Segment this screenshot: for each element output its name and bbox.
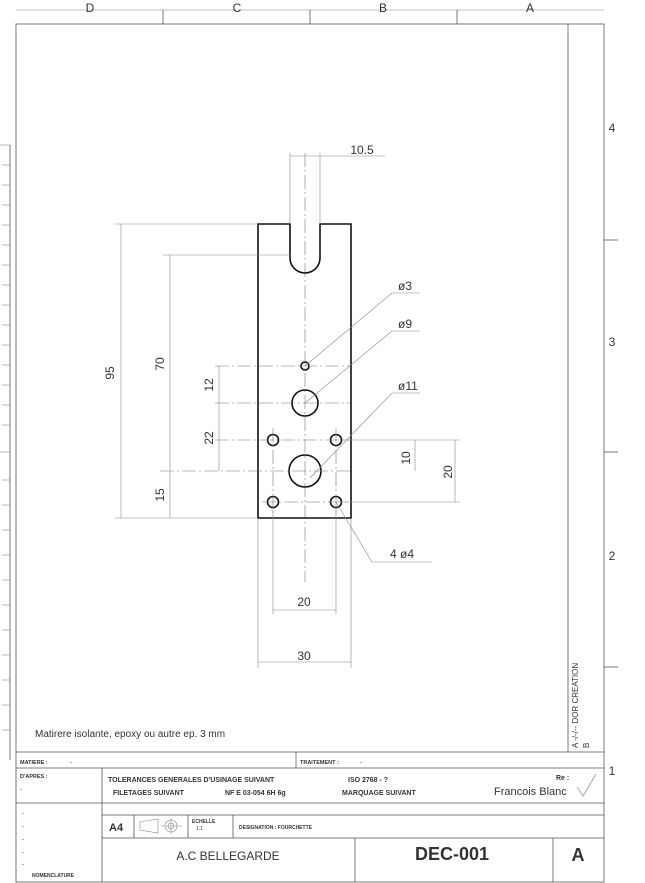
format-a4: A4: [109, 822, 124, 834]
leader-d9: [304, 330, 420, 404]
dim-10-5: 10.5: [350, 143, 374, 157]
label-d11: ø11: [398, 379, 418, 393]
nomen-dash: -: [22, 850, 24, 856]
sheet-border: [15, 23, 605, 883]
zone-label-2: 2: [609, 549, 616, 563]
signature-check-icon: [576, 773, 597, 797]
title-block: [16, 751, 604, 882]
dim-22: 22: [202, 431, 216, 445]
company-name: A.C BELLEGARDE: [176, 849, 279, 863]
part-outline: [257, 223, 352, 519]
filetages-text: FILETAGES SUIVANT: [113, 790, 185, 797]
nomen-dash: -: [22, 837, 24, 843]
label-4-d4: 4 ø4: [390, 547, 414, 561]
drawing-number: DEC-001: [415, 844, 489, 864]
iso-text: ISO 2768 - ?: [348, 777, 388, 784]
echelle-label: ECHELLE: [192, 819, 216, 825]
traitement-label: TRAITEMENT :: [300, 760, 339, 766]
dim-12: 12: [202, 378, 216, 392]
zone-label-4: 4: [609, 121, 616, 135]
dim-95: 95: [103, 366, 117, 380]
traitement-value: -: [360, 760, 362, 766]
echelle-value: 1:1: [196, 826, 203, 832]
revision-row-b: B: [582, 743, 591, 748]
zone-label-3: 3: [609, 335, 616, 349]
projection-symbol-icon: [139, 818, 182, 834]
designation-text: DESIGNATION : FOURCHETTE: [239, 825, 313, 831]
material-note: Matirere isolante, epoxy ou autre ep. 3 …: [35, 729, 225, 740]
marquage-text: MARQUAGE SUIVANT: [342, 790, 416, 797]
dim-70: 70: [153, 357, 167, 371]
dapres-value: -: [20, 787, 22, 793]
dim-30: 30: [297, 649, 311, 663]
dapres-label: D'APRES :: [20, 774, 48, 780]
dim-10: 10: [399, 451, 413, 465]
label-d3: ø3: [398, 279, 412, 293]
leader-d11: [309, 392, 420, 479]
nf-text: NF E 03-054 6H 6g: [225, 790, 286, 797]
matiere-value: -: [70, 760, 72, 766]
tolerances-text: TOLERANCES GENERALES D'USINAGE SUIVANT: [108, 777, 275, 784]
re-label: Re :: [556, 775, 569, 782]
nomen-dash: -: [22, 824, 24, 830]
zone-label-a: A: [526, 1, 534, 15]
dim-20: 20: [297, 595, 311, 609]
leader-d3: [304, 292, 420, 367]
nomen-dash: -: [22, 862, 24, 868]
dim-15: 15: [153, 488, 167, 502]
author-name: Francois Blanc: [494, 786, 567, 798]
zone-label-1: 1: [609, 764, 616, 778]
revision-letter: A: [572, 845, 585, 865]
leader-d4: [335, 501, 432, 563]
dim-20-right: 20: [441, 465, 455, 479]
matiere-label: MATIERE :: [20, 760, 48, 766]
left-ruler: [0, 144, 11, 760]
zone-label-c: C: [233, 1, 242, 15]
zone-label-d: D: [86, 1, 95, 15]
zone-label-b: B: [379, 1, 387, 15]
label-d9: ø9: [398, 317, 412, 331]
revision-text: A -/-/-- DOR CREATION: [571, 663, 580, 748]
nomen-dash: -: [22, 811, 24, 817]
nomenclature-label: NOMENCLATURE: [32, 873, 75, 879]
